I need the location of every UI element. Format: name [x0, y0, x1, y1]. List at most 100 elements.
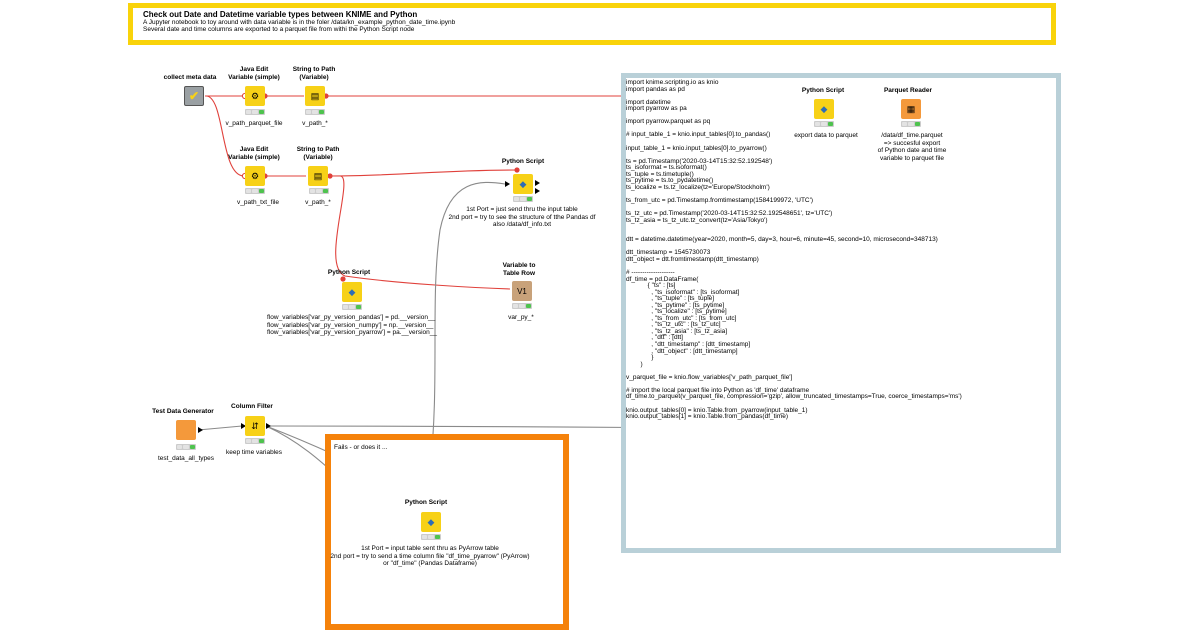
node-label: keep time variables: [226, 449, 282, 456]
flow-connection[interactable]: [335, 175, 511, 290]
string-to-path-node[interactable]: ▤: [308, 166, 328, 186]
path-icon: ▤: [310, 90, 320, 101]
node-label: test_data_all_types: [157, 455, 215, 462]
node-label: flow_variables['var_py_version_pandas'] …: [267, 314, 437, 336]
python-script-node[interactable]: ◆: [421, 512, 441, 532]
node-title: Test Data Generator: [152, 408, 214, 415]
check-icon: ✔: [188, 89, 200, 103]
code-line: dtt_object = dtt.fromtimestamp(dtt_times…: [626, 255, 759, 263]
node-status: [305, 109, 325, 115]
column-filter-node[interactable]: ⇵: [245, 416, 265, 436]
python-script-node[interactable]: ◆: [513, 174, 533, 194]
table-row-icon: V1: [517, 286, 527, 296]
code-line: ts_pytime = ts.to_pydatetime(): [626, 177, 714, 185]
code-line: , "dtt_object" : [dtt_timestamp]: [626, 347, 738, 355]
annotation-title: Check out Date and Datetime variable typ…: [143, 10, 418, 19]
code-line: import datetime: [626, 98, 671, 106]
node-status: [814, 121, 834, 127]
node-title: Python Script: [801, 87, 845, 94]
annotation-line: Several date and time columns are export…: [143, 26, 415, 33]
code-line: , "ts_localize" : [ts_pytime]: [626, 308, 727, 316]
node-title: Column Filter: [231, 403, 273, 410]
string-to-path-node[interactable]: ▤: [305, 86, 325, 106]
code-line: , "dtt_timestamp" : [dtt_timestamp]: [626, 341, 751, 348]
annotation-text: Fails - or does it ...: [334, 444, 388, 451]
variable-to-table-row-node[interactable]: V1: [512, 281, 532, 301]
code-line: dtt_timestamp = 1545730073: [626, 249, 711, 257]
path-icon: ▤: [313, 170, 323, 181]
node-label: v_path_parquet_file: [225, 120, 283, 127]
node-title: Python Script: [327, 269, 371, 276]
node-status: [901, 121, 921, 127]
code-line: # import the local parquet file into Pyt…: [626, 386, 810, 394]
test-data-generator-node[interactable]: [176, 420, 196, 440]
code-line: , "ts_tz_asia" : [ts_tz_asia]: [626, 327, 728, 335]
node-title: String to Path(Variable): [296, 146, 340, 161]
code-line: , "ts_tuple" : [ts_tuple]: [626, 295, 715, 303]
code-line: knio.output_tables[1] = knio.Table.from_…: [626, 413, 789, 421]
data-connection[interactable]: [197, 425, 243, 431]
python-code-annotation: import knime.scripting.io as knio import …: [621, 73, 1061, 553]
workflow-description-annotation: Check out Date and Datetime variable typ…: [128, 3, 1056, 45]
code-line: df_time = pd.DataFrame(: [626, 275, 699, 283]
code-line: # --------------------: [626, 268, 675, 276]
node-status: [245, 438, 265, 444]
node-title: collect meta data: [163, 74, 217, 81]
code-line: , "ts_isoformat" : [ts_isoformat]: [626, 288, 740, 296]
code-line: import pyarrow.parquet as pq: [626, 118, 711, 126]
python-icon: ◆: [348, 286, 356, 297]
annotation-line: A Jupyter notebook to toy around with da…: [143, 19, 456, 26]
node-label: /data/df_time.parquet=> succesful export…: [877, 132, 947, 162]
code-line: }: [626, 354, 654, 362]
node-title: Python Script: [404, 499, 448, 506]
parquet-reader-node[interactable]: ▦: [901, 99, 921, 119]
python-script-node[interactable]: ◆: [342, 282, 362, 302]
node-status: [245, 188, 265, 194]
code-line: ts_localize = ts.tz_localize(tz='Europe/…: [626, 183, 770, 191]
java-icon: ⚙: [250, 90, 260, 101]
node-label: v_path_txt_file: [237, 199, 279, 206]
filter-icon: ⇵: [251, 420, 259, 431]
python-icon: ◆: [519, 178, 527, 189]
java-edit-variable-node[interactable]: ⚙: [245, 86, 265, 106]
code-line: v_parquet_file = knio.flow_variables['v_…: [626, 373, 793, 381]
code-line: ): [626, 360, 643, 368]
code-line: knio.output_tables[0] = knio.Table.from_…: [626, 406, 808, 414]
node-label: var_py_*: [508, 314, 534, 321]
code-line: dtt = datetime.datetime(year=2020, month…: [626, 236, 938, 244]
code-line: ts_isoformat = ts.isoformat(): [626, 164, 707, 172]
file-reader-icon: ▦: [906, 103, 916, 114]
node-status: [421, 534, 441, 540]
code-line: import knime.scripting.io as knio: [626, 79, 719, 86]
code-line: ts_from_utc = pd.Timestamp.fromtimestamp…: [626, 196, 814, 204]
code-line: , "dtt" : [dtt]: [626, 334, 683, 342]
code-line: ts_tuple = ts.timetuple(): [626, 170, 694, 178]
collect-meta-data-node[interactable]: ✔: [184, 86, 204, 106]
python-icon: ◆: [427, 516, 435, 527]
code-line: ts_tz_asia = ts_tz_utc.tz_convert(tz='As…: [626, 216, 768, 224]
code-line: input_table_1 = knio.input_tables[0].to_…: [626, 144, 767, 152]
java-edit-variable-node[interactable]: ⚙: [245, 166, 265, 186]
code-line: { "ts" : [ts]: [626, 282, 676, 290]
node-label: 1st Port = input table sent thru as PyAr…: [330, 545, 530, 567]
node-status: [309, 188, 329, 194]
code-line: import pyarrow as pa: [626, 105, 687, 113]
code-line: , "ts_pytime" : [ts_pytime]: [626, 301, 725, 309]
code-line: # input_table_1 = knio.input_tables[0].t…: [626, 131, 771, 139]
node-status: [245, 109, 265, 115]
code-line: , "ts_from_utc" : [ts_from_utc]: [626, 314, 737, 322]
code-line: ts_tz_utc = pd.Timestamp('2020-03-14T15:…: [626, 210, 833, 217]
node-label: v_path_*: [302, 120, 328, 127]
python-icon: ◆: [820, 103, 828, 114]
flow-connection[interactable]: [205, 95, 245, 177]
node-label: 1st Port = just send thru the input tabl…: [448, 206, 596, 228]
node-status: [513, 196, 533, 202]
python-script-node[interactable]: ◆: [814, 99, 834, 119]
node-label: v_path_*: [305, 199, 331, 206]
flow-connection[interactable]: [329, 169, 518, 177]
code-line: df_time.to_parquet(v_parquet_file, compr…: [626, 393, 962, 401]
node-status: [176, 444, 196, 450]
